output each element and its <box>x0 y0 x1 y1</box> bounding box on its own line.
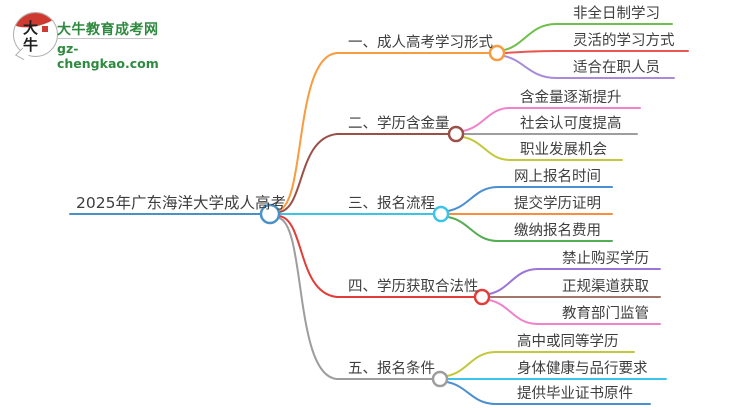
branch-5-child-2-label: 身体健康与品行要求 <box>517 361 648 377</box>
site-domain: gz-chengkao.com <box>57 41 159 71</box>
branch-3-child-2-label: 提交学历证明 <box>514 196 601 212</box>
branch-4-child-3-line <box>488 299 661 325</box>
branch-5-connector <box>278 217 338 380</box>
branch-2-node-circle <box>447 125 465 143</box>
branch-4-connector <box>278 215 338 298</box>
branch-4-label: 四、学历获取合法性 <box>348 279 479 295</box>
branch-1-child-3-line <box>503 55 675 79</box>
branch-1-child-3-label: 适合在职人员 <box>573 60 660 76</box>
branch-1-child-1-label: 非全日制学习 <box>573 6 660 22</box>
branch-5-child-1-line <box>446 351 635 377</box>
branch-4-child-3-label: 教育部门监管 <box>562 306 649 322</box>
branch-2-connector <box>278 133 338 213</box>
branch-3-label: 三、报名流程 <box>348 196 435 212</box>
branch-2-child-1-line <box>462 107 641 132</box>
daniu-logo-icon: 大牛 <box>13 12 59 61</box>
logo-seal <box>42 26 48 32</box>
branch-5-child-3-label: 提供毕业证书原件 <box>517 386 633 402</box>
branch-4-node-circle <box>473 288 491 306</box>
branch-4-child-1-line <box>488 268 661 295</box>
root-node-circle <box>259 203 281 225</box>
branch-4-child-2-label: 正规渠道获取 <box>562 279 649 295</box>
logo-characters: 大牛 <box>23 19 39 54</box>
branch-5-child-1-label: 高中或同等学历 <box>517 334 619 350</box>
branch-2-child-3-label: 职业发展机会 <box>520 142 607 158</box>
branch-3-child-3-line <box>447 216 613 242</box>
branch-5-child-3-line <box>446 381 651 405</box>
logo-divider <box>57 38 153 39</box>
branch-1-node-circle <box>488 44 506 62</box>
branch-3-child-3-label: 缴纳报名费用 <box>514 223 601 239</box>
branch-1-child-1-line <box>503 23 673 51</box>
branch-1-child-2-label: 灵活的学习方式 <box>573 33 675 49</box>
root-topic-label: 2025年广东海洋大学成人高考 <box>76 194 286 212</box>
branch-1-label: 一、成人高考学习形式 <box>348 35 493 51</box>
branch-2-child-3-line <box>462 136 623 161</box>
branch-5-label: 五、报名条件 <box>348 361 435 377</box>
branch-5-node-circle <box>431 370 449 388</box>
branch-2-label: 二、学历含金量 <box>348 116 450 132</box>
branch-3-child-1-line <box>447 186 613 212</box>
branch-2-child-1-label: 含金量逐渐提升 <box>520 90 622 106</box>
branch-3-node-circle <box>432 205 450 223</box>
site-logo[interactable]: 大牛 大牛教育成考网 gz-chengkao.com <box>0 0 170 71</box>
branch-1-connector <box>278 52 338 211</box>
branch-2-child-2-label: 社会认可度提高 <box>520 116 622 132</box>
site-name: 大牛教育成考网 <box>57 22 159 38</box>
branch-1-child-2-line <box>503 50 689 54</box>
branch-3-child-1-label: 网上报名时间 <box>514 169 601 185</box>
branch-4-child-1-label: 禁止购买学历 <box>562 251 649 267</box>
